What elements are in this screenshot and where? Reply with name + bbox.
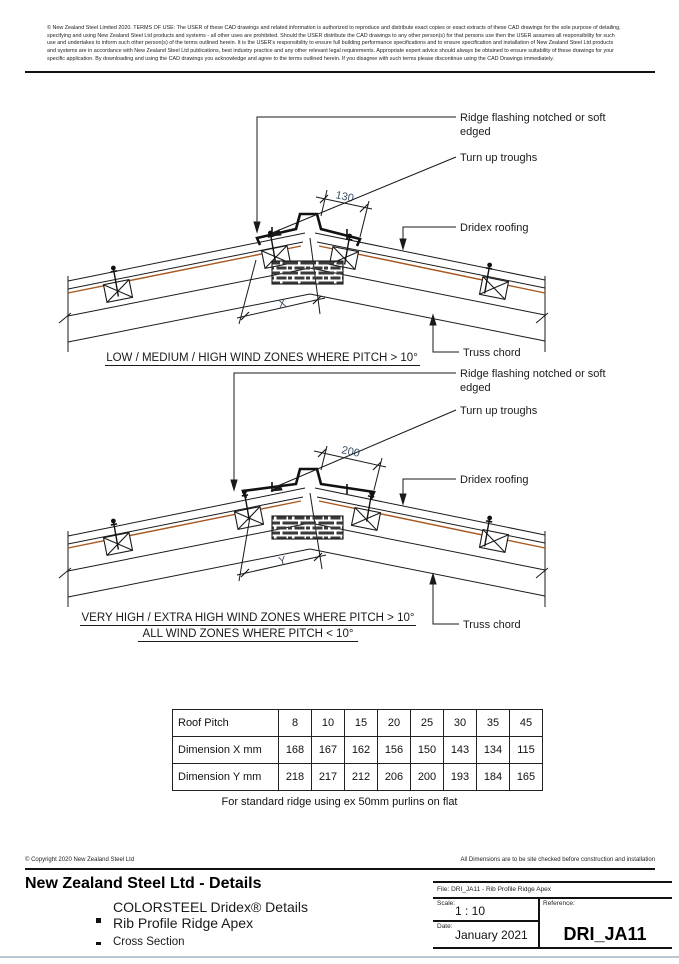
- value-cell: 8: [278, 709, 312, 737]
- row-label-cell: Roof Pitch: [172, 709, 279, 737]
- value-cell: 10: [311, 709, 345, 737]
- value-cell: 218: [278, 763, 312, 791]
- ridge-apex-diagram-low-medium-high: 130 X Ridge flashing notched or soft edg…: [58, 112, 606, 366]
- ridge-flashing: [241, 467, 376, 500]
- value-cell: 167: [311, 736, 345, 764]
- ridge-blocking: [271, 515, 344, 540]
- disclaimer-line: use and undertakes to inform such other …: [47, 40, 614, 47]
- date-value: January 2021: [455, 928, 528, 942]
- label-dridex-roofing: Dridex roofing: [460, 222, 528, 234]
- title-block: File: DRI_JA11 - Rib Profile Ridge Apex …: [433, 881, 672, 949]
- dimension-200: [313, 445, 387, 491]
- bottom-edge-line: [0, 956, 679, 958]
- roof-lines: [67, 232, 546, 352]
- details-heading: New Zealand Steel Ltd - Details: [25, 875, 262, 892]
- value-cell: 20: [377, 709, 411, 737]
- view-title: Cross Section: [113, 936, 185, 948]
- diagram1-caption: LOW / MEDIUM / HIGH WIND ZONES WHERE PIT…: [106, 352, 418, 364]
- bullet-icon: [96, 942, 101, 945]
- site-check-note: All Dimensions are to be site checked be…: [460, 857, 655, 863]
- date-label: Date:: [437, 923, 453, 930]
- label-truss-chord: Truss chord: [463, 347, 521, 359]
- title-block-line: [433, 897, 672, 899]
- title-block-line: [433, 881, 672, 883]
- title-block-divider: [538, 897, 540, 947]
- leader-lines: [253, 116, 459, 353]
- diagram2-caption-2: ALL WIND ZONES WHERE PITCH < 10°: [143, 628, 354, 640]
- disclaimer-line: and systems are in accordance with New Z…: [47, 48, 614, 55]
- value-cell: 165: [509, 763, 543, 791]
- disclaimer-line: specifying and using New Zealand Steel L…: [47, 32, 615, 39]
- value-cell: 30: [443, 709, 477, 737]
- row-label-cell: Dimension X mm: [172, 736, 279, 764]
- value-cell: 212: [344, 763, 378, 791]
- disclaimer-line: © New Zealand Steel Limited 2020. TERMS …: [47, 25, 621, 31]
- title-block-line: [433, 920, 538, 922]
- label-truss-chord: Truss chord: [463, 619, 521, 631]
- dimension-y: [236, 516, 327, 582]
- diagram2-caption-1: VERY HIGH / EXTRA HIGH WIND ZONES WHERE …: [82, 612, 415, 624]
- value-cell: 35: [476, 709, 510, 737]
- ridge-apex-diagram-very-high: 200 Y Ridge flashing notched or soft edg…: [58, 368, 606, 642]
- value-cell: 134: [476, 736, 510, 764]
- label-ridge-flashing-2: edged: [460, 126, 491, 138]
- value-cell: 184: [476, 763, 510, 791]
- terms-of-use-disclaimer: © New Zealand Steel Limited 2020. TERMS …: [47, 25, 659, 64]
- value-cell: 206: [377, 763, 411, 791]
- value-cell: 150: [410, 736, 444, 764]
- ridge-blocking: [271, 260, 344, 285]
- dimension-x: [236, 259, 326, 325]
- dim-200-text: 200: [340, 444, 360, 460]
- value-cell: 193: [443, 763, 477, 791]
- label-dridex-roofing: Dridex roofing: [460, 474, 528, 486]
- copyright-text: © Copyright 2020 New Zealand Steel Ltd: [25, 857, 135, 863]
- disclaimer-line: specific application. By downloading and…: [47, 55, 554, 62]
- dim-x-text: X: [278, 297, 288, 310]
- break-mark: [58, 312, 72, 324]
- ridge-flashing: [255, 212, 362, 247]
- table-caption: For standard ridge using ex 50mm purlins…: [221, 796, 458, 808]
- value-cell: 15: [344, 709, 378, 737]
- label-ridge-flashing: Ridge flashing notched or soft: [460, 112, 606, 124]
- label-ridge-flashing-2: edged: [460, 382, 491, 394]
- leader-lines: [230, 372, 459, 625]
- drawing-title: Rib Profile Ridge Apex: [113, 915, 254, 931]
- scale-value: 1 : 10: [455, 904, 486, 918]
- label-turn-up-troughs: Turn up troughs: [460, 152, 538, 164]
- reference-label: Reference:: [543, 900, 575, 907]
- top-rule: [25, 71, 655, 73]
- file-label: File: DRI_JA11 - Rib Profile Ridge Apex: [437, 886, 552, 893]
- dim-y-text: Y: [278, 554, 288, 567]
- drawing-number: DRI_JA11: [563, 924, 647, 944]
- value-cell: 143: [443, 736, 477, 764]
- label-ridge-flashing: Ridge flashing notched or soft: [460, 368, 606, 380]
- title-block-line: [433, 947, 672, 949]
- value-cell: 200: [410, 763, 444, 791]
- row-label-cell: Dimension Y mm: [172, 763, 279, 791]
- bullet-icon: [96, 918, 101, 923]
- roof-lines: [67, 487, 546, 607]
- break-mark: [58, 567, 72, 579]
- value-cell: 115: [509, 736, 543, 764]
- value-cell: 168: [278, 736, 312, 764]
- value-cell: 217: [311, 763, 345, 791]
- product-title: COLORSTEEL Dridex® Details: [113, 899, 308, 915]
- value-cell: 25: [410, 709, 444, 737]
- value-cell: 45: [509, 709, 543, 737]
- label-turn-up-troughs: Turn up troughs: [460, 405, 538, 417]
- value-cell: 162: [344, 736, 378, 764]
- value-cell: 156: [377, 736, 411, 764]
- footer-rule: [25, 868, 655, 870]
- scale-label: Scale:: [437, 900, 456, 907]
